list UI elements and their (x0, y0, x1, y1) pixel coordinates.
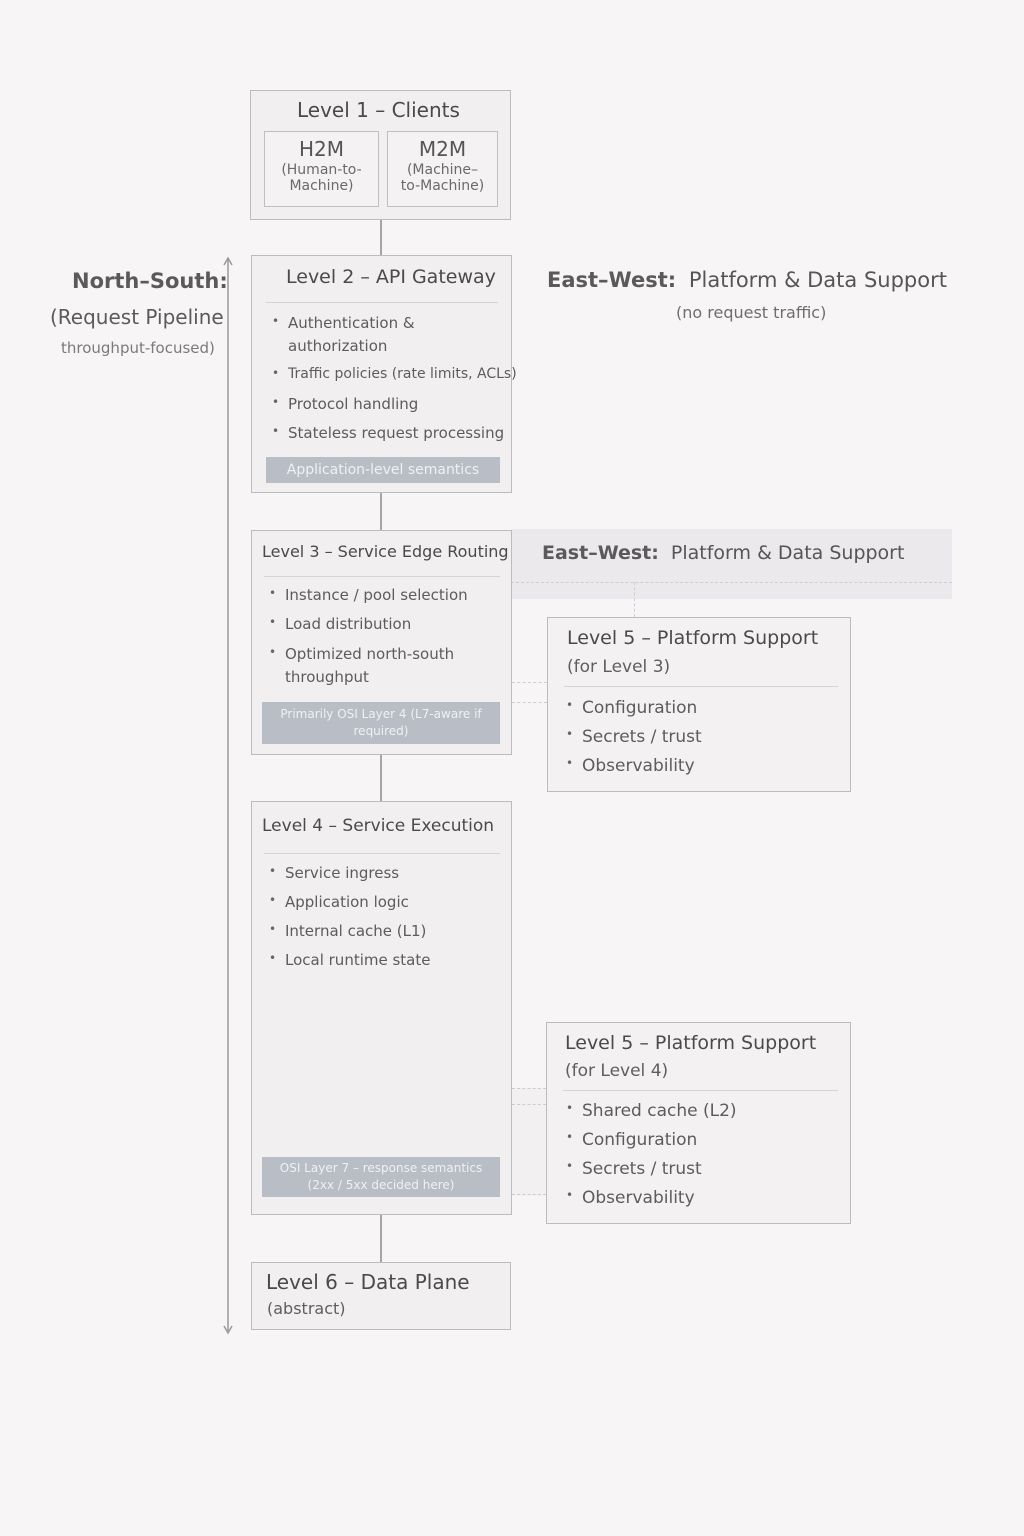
m2m-desc2: to-Machine) (400, 178, 485, 194)
level4-tag-line1: OSI Layer 7 – response semantics (279, 1161, 483, 1175)
north-south-note: throughput-focused) (61, 339, 215, 357)
level3-item: Instance / pool selection (269, 586, 468, 615)
level3-divider (264, 576, 500, 577)
east-west-band-text: Platform & Data Support (670, 542, 905, 564)
level5b-items: Shared cache (L2) Configuration Secrets … (566, 1101, 737, 1217)
level2-item: Authentication & (272, 314, 517, 337)
level2-item: Stateless request processing (272, 424, 517, 453)
east-west-top-note: (no request traffic) (676, 303, 827, 322)
level5a-items: Configuration Secrets / trust Observabil… (566, 698, 702, 785)
connector-l4-l6 (380, 1215, 382, 1262)
level5a-item: Secrets / trust (566, 727, 702, 756)
level3-item-cont: throughput (285, 668, 369, 686)
level5b-title: Level 5 – Platform Support (565, 1032, 817, 1054)
level6-subtitle: (abstract) (267, 1299, 346, 1318)
l4-l5b-dash-3 (512, 1194, 546, 1195)
h2m-box: H2M (Human-to- Machine) (264, 131, 379, 207)
level6-box: Level 6 – Data Plane (abstract) (251, 1262, 511, 1330)
level3-item: Load distribution (269, 615, 468, 645)
level4-items: Service ingress Application logic Intern… (269, 864, 430, 980)
level5b-item: Shared cache (L2) (566, 1101, 737, 1130)
level2-divider (266, 302, 498, 303)
level4-tag: OSI Layer 7 – response semantics (2xx / … (262, 1157, 500, 1197)
level2-box: Level 2 – API Gateway Authentication & a… (251, 255, 517, 493)
level4-divider (264, 853, 500, 854)
l4-l5b-dash-2 (512, 1104, 546, 1105)
level1-title: Level 1 – Clients (297, 98, 460, 122)
h2m-desc: (Human-to- (281, 162, 362, 178)
east-west-top-label: East–West: Platform & Data Support (547, 268, 947, 292)
level4-item: Internal cache (L1) (269, 922, 430, 951)
level6-title: Level 6 – Data Plane (266, 1270, 470, 1294)
level2-item-cont: authorization (288, 337, 388, 355)
level4-item: Local runtime state (269, 951, 430, 980)
level5a-subtitle: (for Level 3) (567, 657, 671, 677)
east-west-band-title: East–West: (542, 542, 659, 564)
level2-title: Level 2 – API Gateway (286, 266, 496, 288)
level3-title: Level 3 – Service Edge Routing (262, 542, 509, 561)
east-west-top-text: Platform & Data Support (688, 268, 947, 292)
level2-item: Protocol handling (272, 395, 517, 424)
level5a-divider (564, 686, 838, 687)
level1-box: Level 1 – Clients H2M (Human-to- Machine… (250, 90, 511, 220)
level3-box: Level 3 – Service Edge Routing Instance … (251, 530, 512, 755)
level5a-item: Configuration (566, 698, 702, 727)
level5a-box: Level 5 – Platform Support (for Level 3)… (547, 617, 851, 792)
m2m-box: M2M (Machine– to-Machine) (387, 131, 498, 207)
level5b-item: Secrets / trust (566, 1159, 737, 1188)
level4-title: Level 4 – Service Execution (262, 816, 495, 836)
level5b-item: Configuration (566, 1130, 737, 1159)
level3-item: Optimized north-south (269, 645, 468, 668)
level4-item: Application logic (269, 893, 430, 922)
east-west-top-title: East–West: (547, 268, 677, 292)
connector-l1-l2 (380, 220, 382, 255)
level3-items: Instance / pool selection Load distribut… (269, 586, 468, 691)
l4-l5b-dash-1 (512, 1088, 546, 1089)
level4-item: Service ingress (269, 864, 430, 893)
level3-tag: Primarily OSI Layer 4 (L7-aware if requi… (262, 702, 500, 744)
level5b-divider (563, 1090, 838, 1091)
connector-l3-l4 (380, 755, 382, 801)
level5b-box: Level 5 – Platform Support (for Level 4)… (546, 1022, 851, 1224)
l4-l5b-link-region (512, 1088, 546, 1196)
level2-item: Traffic policies (rate limits, ACLs) (272, 366, 517, 395)
h2m-label: H2M (298, 137, 345, 161)
level4-box: Level 4 – Service Execution Service ingr… (251, 801, 512, 1215)
level5b-item: Observability (566, 1188, 737, 1217)
level3-tag-line1: Primarily OSI Layer 4 (L7-aware if (280, 707, 482, 721)
north-south-arrow (223, 256, 233, 1335)
h2m-desc2: Machine) (289, 178, 354, 194)
level5a-title: Level 5 – Platform Support (567, 627, 819, 649)
level2-items: Authentication & authorization Traffic p… (272, 314, 517, 453)
level2-tag: Application-level semantics (266, 457, 500, 483)
east-west-band-dash (511, 582, 952, 583)
north-south-subtitle: (Request Pipeline (50, 305, 224, 329)
level5b-subtitle: (for Level 4) (565, 1061, 669, 1081)
level5a-item: Observability (566, 756, 702, 785)
east-west-band: East–West: Platform & Data Support (511, 529, 952, 599)
level3-tag-line2: required) (353, 724, 409, 738)
l3-l5a-dash-1 (512, 682, 547, 683)
l3-l5a-dash-2 (512, 702, 547, 703)
north-south-title: North–South: (72, 269, 228, 293)
m2m-label: M2M (418, 137, 467, 161)
level4-tag-line2: (2xx / 5xx decided here) (307, 1178, 455, 1192)
east-west-band-label: East–West: Platform & Data Support (542, 542, 904, 564)
band-to-level5a-dash (634, 582, 635, 617)
connector-l2-l3 (380, 493, 382, 530)
m2m-desc: (Machine– (406, 162, 479, 178)
